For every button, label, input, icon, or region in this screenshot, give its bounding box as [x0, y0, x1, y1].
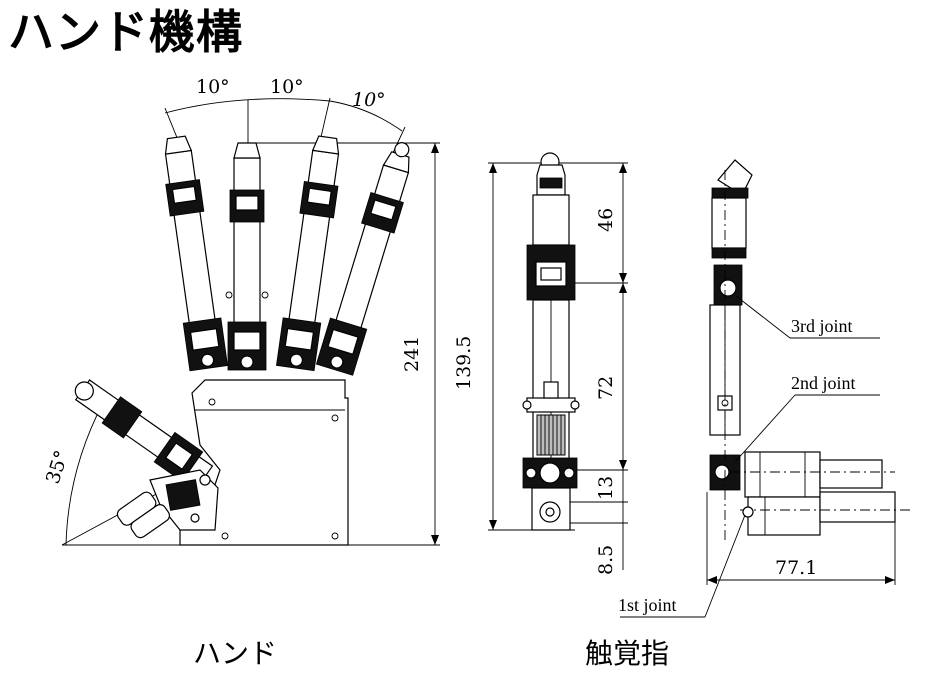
segment-top-label: 46 — [595, 208, 617, 232]
angle-label-3: 10° — [352, 89, 386, 111]
segment-joint-label: 13 — [595, 476, 617, 500]
side-width-label: 77.1 — [775, 557, 817, 579]
segment-base-label: 8.5 — [595, 545, 617, 575]
segment-mid-label: 72 — [595, 376, 617, 400]
angle-label-2: 10° — [270, 76, 304, 98]
third-joint-label: 3rd joint — [791, 316, 853, 336]
finger-side-view — [620, 159, 910, 618]
hand-caption: ハンド — [193, 637, 278, 670]
page-title: ハンド機構 — [8, 5, 243, 59]
hand-drawing — [61, 97, 440, 546]
angle-label-1: 10° — [196, 76, 230, 98]
tactile-finger-caption: 触覚指 — [585, 637, 670, 670]
thumb-angle-label: 35° — [42, 448, 73, 487]
total-length-label: 139.5 — [453, 336, 475, 390]
first-joint-label: 1st joint — [618, 595, 677, 615]
hand-height-label: 241 — [401, 336, 423, 372]
second-joint-label: 2nd joint — [791, 373, 856, 393]
finger-front-view — [488, 152, 628, 570]
